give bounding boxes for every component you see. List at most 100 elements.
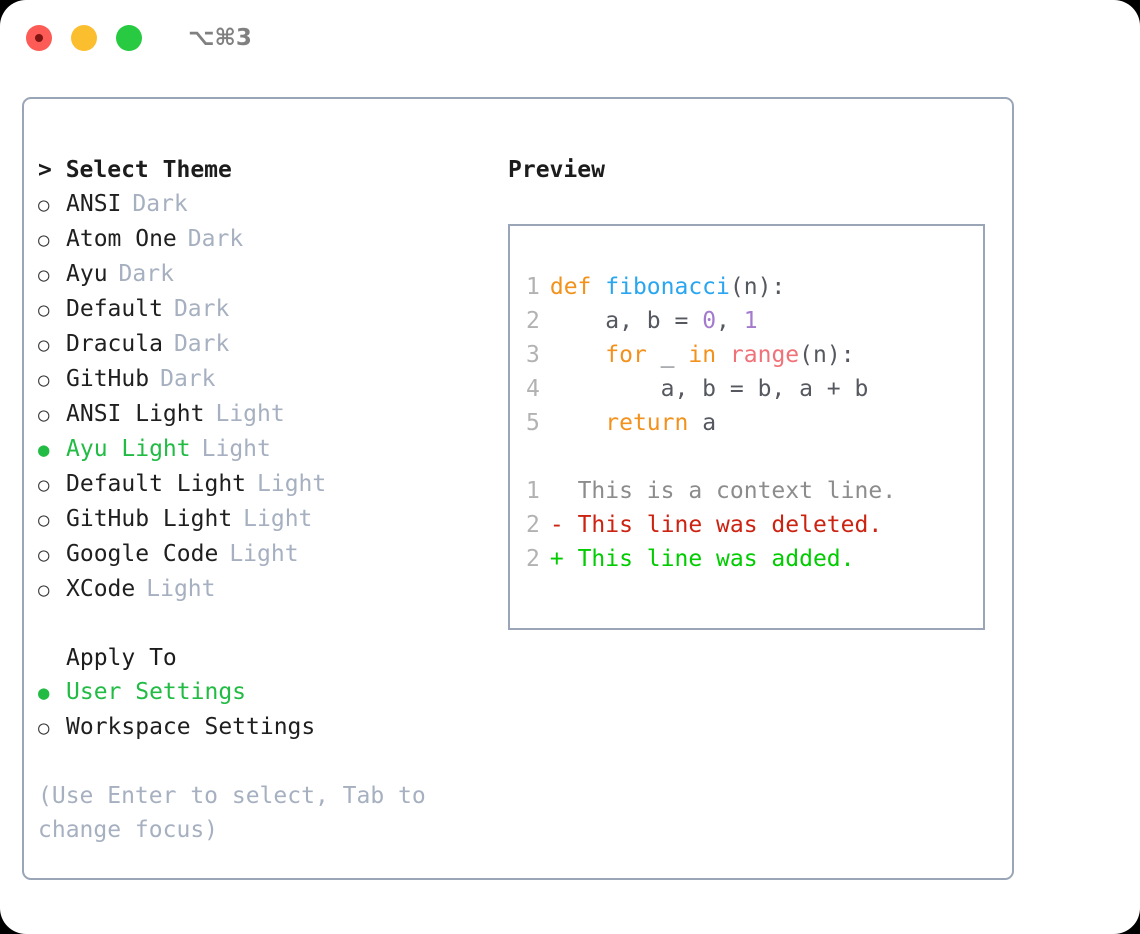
theme-variant-badge: Dark <box>173 296 230 322</box>
theme-variant-badge: Light <box>215 401 285 427</box>
theme-option-ansi-light[interactable]: ○ ANSI Light Light <box>38 397 494 432</box>
preview-heading: Preview <box>508 157 605 183</box>
line-number: 2 <box>526 546 540 572</box>
code-token-kw: for <box>605 342 647 368</box>
theme-option-ayu[interactable]: ○ Ayu Dark <box>38 257 494 292</box>
theme-option-label: GitHub Light <box>66 506 233 532</box>
theme-variant-badge: Dark <box>132 191 188 217</box>
apply-to-list[interactable]: ●User Settings ○ Workspace Settings <box>38 675 494 745</box>
code-token-pl <box>550 410 605 436</box>
radio-unselected-icon: ○ <box>38 369 50 391</box>
theme-variant-badge: Dark <box>160 366 216 392</box>
select-theme-heading: > Select Theme <box>38 157 232 183</box>
line-number: 4 <box>526 376 540 402</box>
radio-unselected-icon: ○ <box>38 299 50 321</box>
theme-option-label: ANSI <box>66 191 122 217</box>
code-token-pl: a, b = b, a + b <box>549 376 869 402</box>
theme-variant-badge: Dark <box>187 226 244 252</box>
theme-option-atom-one[interactable]: ○ Atom One Dark <box>38 222 494 257</box>
theme-option-label: Google Code <box>66 541 219 567</box>
line-number: 3 <box>526 342 540 368</box>
diff-marker: - <box>549 512 578 538</box>
theme-option-xcode[interactable]: ○ XCode Light <box>38 572 494 607</box>
radio-unselected-icon: ○ <box>38 264 50 286</box>
theme-variant-badge: Dark <box>118 261 174 287</box>
diff-line-add: 2 + This line was added. <box>526 542 983 576</box>
theme-option-default[interactable]: ○ Default Dark <box>38 292 494 327</box>
keyboard-shortcut-label: ⌥⌘3 <box>188 25 252 51</box>
radio-unselected-icon: ○ <box>38 474 50 496</box>
diff-text: This line was added. <box>577 546 855 572</box>
code-token-pl: (n): <box>729 274 786 300</box>
diff-text: This is a context line. <box>577 478 897 504</box>
code-token-num: 0 <box>702 308 717 334</box>
radio-unselected-icon: ○ <box>38 194 50 216</box>
apply-to-heading: Apply To <box>66 645 177 671</box>
theme-option-label: Ayu Light <box>66 436 191 462</box>
diff-sample: 1 This is a context line. 2- This line wa… <box>526 474 983 576</box>
apply-to-option-workspace-settings[interactable]: ○ Workspace Settings <box>38 710 494 745</box>
theme-option-ansi[interactable]: ○ ANSI Dark <box>38 187 494 222</box>
code-line: 5 return a <box>526 406 983 440</box>
apply-to-option-user-settings[interactable]: ●User Settings <box>38 675 494 710</box>
theme-option-label: GitHub <box>66 366 150 392</box>
apply-to-option-label: User Settings <box>66 679 247 705</box>
theme-option-github-light[interactable]: ○ GitHub Light Light <box>38 502 494 537</box>
minimize-button[interactable] <box>71 25 97 51</box>
radio-unselected-icon: ○ <box>38 334 50 356</box>
theme-option-google-code[interactable]: ○ Google Code Light <box>38 537 494 572</box>
apply-to-option-label: Workspace Settings <box>66 714 316 740</box>
code-token-pl: , <box>716 308 744 334</box>
theme-option-github[interactable]: ○ GitHub Dark <box>38 362 494 397</box>
theme-variant-badge: Dark <box>173 331 230 357</box>
keyboard-hint-text: (Use Enter to select, Tab to change focu… <box>38 783 440 843</box>
code-token-pl: a <box>688 410 717 436</box>
diff-line-ctx: 1 This is a context line. <box>526 474 983 508</box>
theme-variant-badge: Light <box>243 506 313 532</box>
code-token-kw: in <box>688 342 717 368</box>
traffic-lights <box>26 25 142 51</box>
diff-text: This line was deleted. <box>577 512 883 538</box>
maximize-button[interactable] <box>116 25 142 51</box>
code-line: 2 a, b = 0, 1 <box>526 304 983 338</box>
theme-option-label: XCode <box>66 576 136 602</box>
theme-variant-badge: Light <box>229 541 299 567</box>
code-line: 3 for _ in range(n): <box>526 338 983 372</box>
theme-variant-badge: Light <box>146 576 216 602</box>
code-token-pl <box>716 342 730 368</box>
code-token-kw: def <box>549 274 606 300</box>
line-number: 5 <box>526 410 540 436</box>
code-token-bi: range <box>729 342 800 368</box>
radio-unselected-icon: ○ <box>38 544 50 566</box>
line-number: 2 <box>526 308 540 334</box>
theme-option-label: Default <box>66 296 163 322</box>
radio-unselected-icon: ○ <box>38 229 50 251</box>
title-bar: ⌥⌘3 <box>0 0 1140 76</box>
diff-marker: + <box>549 546 578 572</box>
code-line: 4 a, b = b, a + b <box>526 372 983 406</box>
theme-option-label: Default Light <box>66 471 247 497</box>
theme-option-label: Dracula <box>66 331 163 357</box>
code-token-kw: return <box>605 410 689 436</box>
theme-option-label: Atom One <box>66 226 177 252</box>
theme-option-label: ANSI Light <box>66 401 205 427</box>
theme-option-dracula[interactable]: ○ Dracula Dark <box>38 327 494 362</box>
diff-marker <box>550 478 578 504</box>
radio-unselected-icon: ○ <box>38 404 50 426</box>
radio-unselected-icon: ○ <box>38 717 50 739</box>
radio-unselected-icon: ○ <box>38 509 50 531</box>
line-number: 1 <box>526 478 540 504</box>
theme-option-label: Ayu <box>66 261 108 287</box>
theme-variant-badge: Light <box>201 436 271 462</box>
radio-unselected-icon: ○ <box>38 579 50 601</box>
close-button[interactable] <box>26 25 52 51</box>
